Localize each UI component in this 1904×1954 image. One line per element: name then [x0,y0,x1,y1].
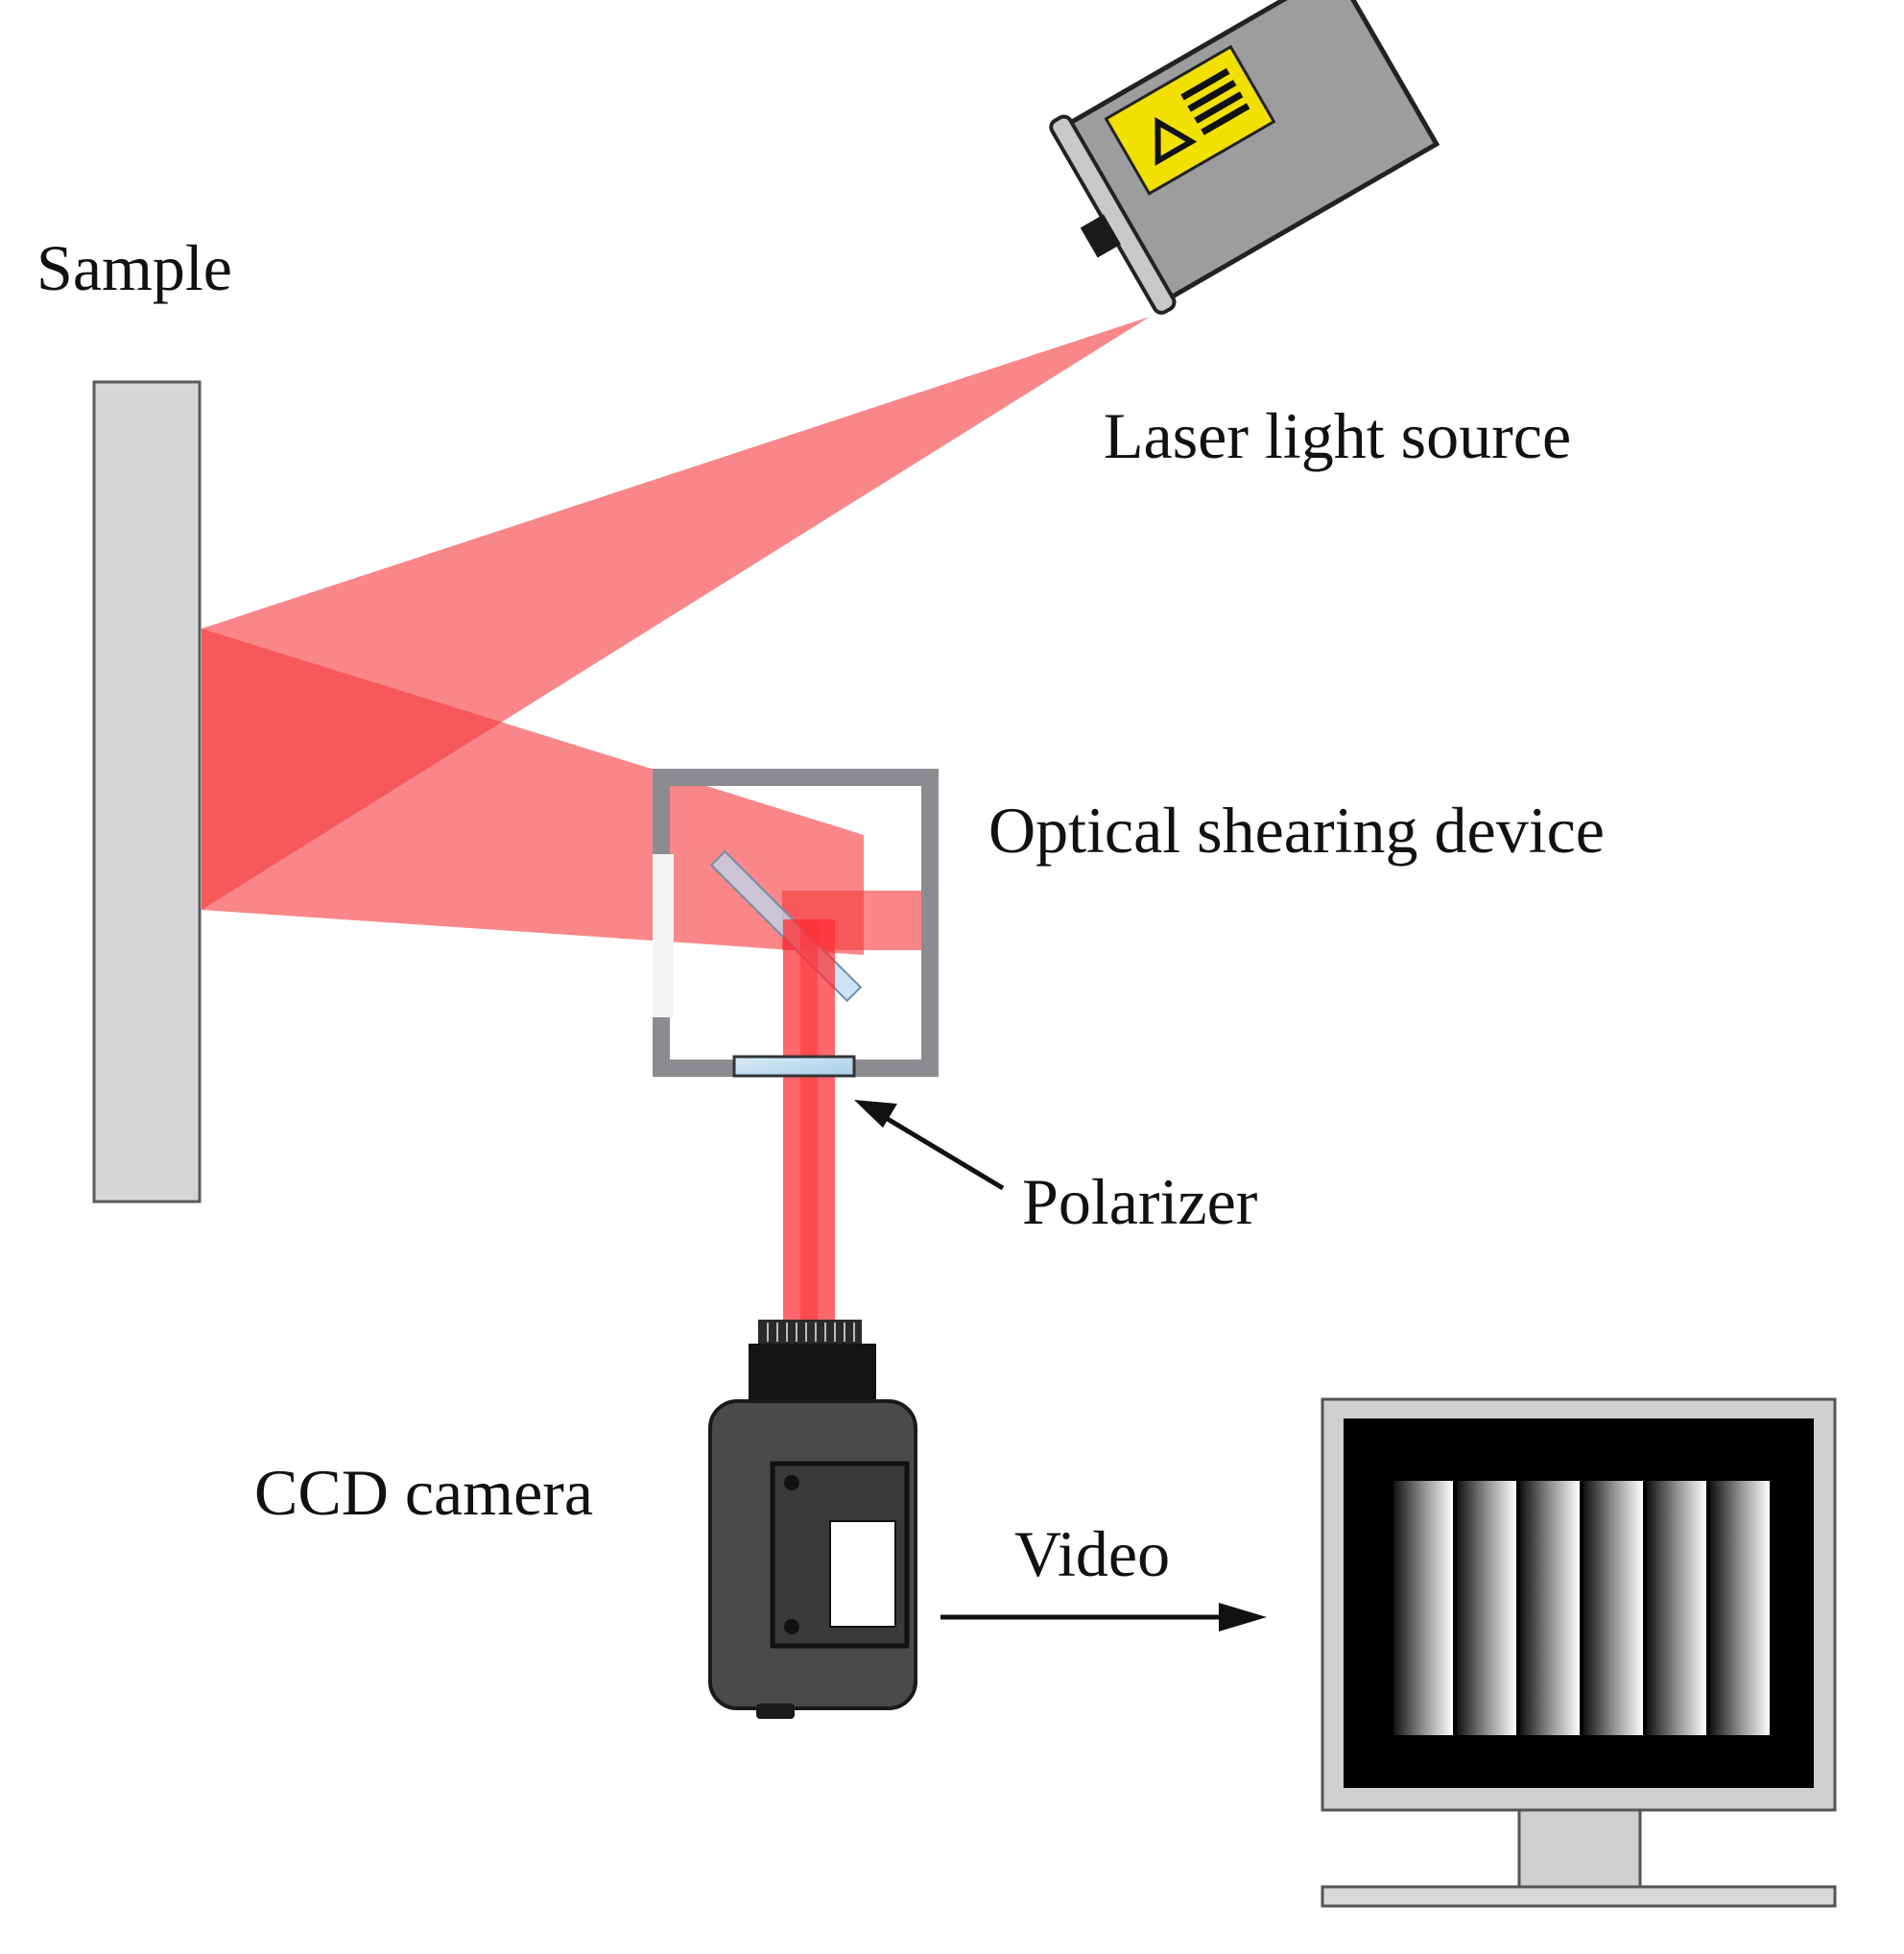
ccd-camera [708,1320,917,1719]
camera-screw-bottom [784,1619,799,1634]
label-sample: Sample [36,231,232,304]
fringe-band [1520,1481,1580,1735]
beam-to-camera-core [800,919,818,1323]
arrow-icon [854,1100,897,1128]
label-video: Video [1014,1517,1170,1590]
shearing-device-window [653,854,674,1017]
polarizer-arrow [854,1100,1005,1191]
shearing-device-frame [653,769,939,1077]
fringe-band [1647,1481,1706,1735]
laser-aperture [1080,214,1121,258]
camera-lens-thread [758,1320,862,1346]
fringe-band [1710,1481,1770,1735]
video-arrow [940,1603,1267,1632]
camera-display [829,1520,896,1628]
monitor [1321,1397,1837,1908]
fringe-band [1583,1481,1643,1735]
sample-plate [92,380,202,1203]
arrow-icon [1219,1603,1267,1632]
fringe-band [1457,1481,1516,1735]
camera-lens-mount [749,1344,876,1403]
laser-warning-label [1104,44,1276,196]
polarizer [732,1055,856,1078]
label-optical-shearing-device: Optical shearing device [988,794,1605,867]
monitor-neck [1517,1808,1642,1889]
camera-foot [756,1704,795,1719]
fringe-band [1393,1481,1453,1735]
reflected-beam [202,629,864,955]
laser-warning-icon [1154,117,1198,166]
label-laser-light-source: Laser light source [1104,399,1571,472]
label-polarizer: Polarizer [1022,1165,1258,1238]
interference-fringes [1393,1481,1770,1735]
laser-light-source [1049,0,1440,315]
monitor-base [1321,1885,1837,1908]
camera-screw-top [784,1475,799,1490]
label-ccd-camera: CCD camera [254,1456,593,1529]
camera-lens-knurl [767,1323,855,1342]
